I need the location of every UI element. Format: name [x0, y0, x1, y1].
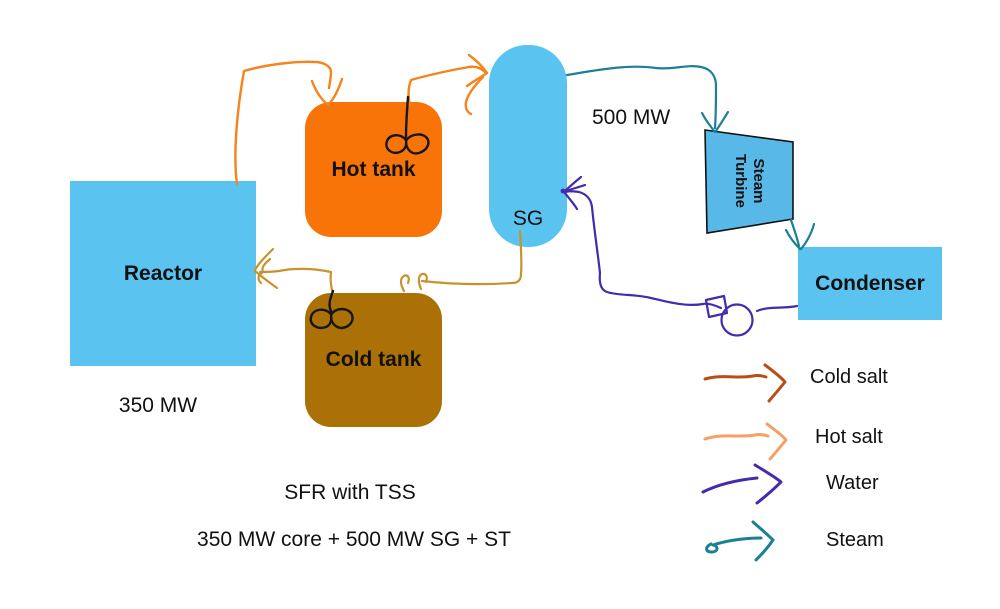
cold-tank-stirrer-icon [309, 289, 354, 330]
water-line-pump-to-sg [563, 190, 723, 310]
reactor-box: Reactor [70, 181, 256, 366]
stirrer-doodles [309, 95, 430, 330]
hot-salt-lines [234, 53, 489, 186]
condenser-label: Condenser [815, 271, 925, 295]
hot-salt-tail-flourish [464, 75, 485, 116]
water-legend-arrow-path [701, 463, 783, 505]
steam-legend-arrow-icon [705, 520, 775, 562]
steam-turbine-shape [704, 129, 794, 234]
steam-arrowhead-turbine [700, 110, 730, 134]
water-lines [560, 175, 799, 337]
cold-salt-line-cold-tank-to-reactor [258, 267, 335, 296]
steam-generator-box: SG [489, 45, 567, 247]
condenser-box: Condenser [798, 247, 942, 320]
reactor-power-label: 350 MW [118, 394, 198, 417]
hot-salt-legend-arrow-icon [703, 422, 788, 461]
pump-box-icon [704, 294, 729, 319]
water-arrow-dot [560, 188, 566, 194]
steam-lines [565, 65, 816, 251]
cold-salt-legend-arrow-path [703, 363, 787, 403]
sg-power-label: 500 MW [592, 106, 671, 129]
hot-tank-box: Hot tank [305, 102, 442, 237]
steam-line-sg-to-turbine [565, 65, 718, 130]
water-line-condenser-to-pump [755, 304, 799, 313]
legend-label-cold-salt: Cold salt [810, 366, 888, 388]
cold-salt-lines [253, 229, 523, 296]
hot-salt-line-reactor-to-hot-tank [234, 60, 333, 186]
cold-tank-box: Cold tank [305, 293, 442, 427]
hot-salt-arrowhead-sg [465, 53, 489, 88]
legend-label-water: Water [826, 472, 879, 494]
legend-label-hot-salt: Hot salt [815, 426, 883, 448]
steam-legend-arrow-path [705, 520, 775, 562]
hot-salt-line-hot-tank-to-sg [407, 65, 487, 107]
hot-tank-label: Hot tank [331, 157, 416, 181]
steam-turbine-label: Steam Turbine [704, 129, 794, 233]
cold-salt-line-sg-to-cold-tank [420, 229, 523, 286]
steam-turbine-label-line2: Turbine [731, 154, 749, 208]
steam-arrowhead-condenser [784, 222, 816, 251]
cold-salt-legend-arrow-icon [703, 363, 787, 403]
cold-salt-arrowhead-cold-tank [399, 272, 428, 293]
reactor-label: Reactor [123, 261, 203, 285]
hot-salt-legend-arrow-path [703, 422, 788, 461]
cold-tank-label: Cold tank [325, 348, 422, 371]
steam-line-turbine-to-condenser [789, 218, 801, 248]
hot-tank-stirrer-icon [385, 95, 430, 155]
caption-line1: SFR with TSS [284, 481, 416, 504]
steam-generator-label: SG [512, 207, 544, 230]
caption-line2: 350 MW core + 500 MW SG + ST [197, 528, 511, 551]
cold-salt-arrowhead-reactor [253, 247, 279, 290]
water-legend-arrow-icon [701, 463, 783, 505]
legend-label-steam: Steam [826, 529, 884, 551]
steam-turbine-label-line1: Steam [749, 158, 767, 204]
pump-icon [720, 303, 754, 337]
hot-salt-arrowhead-hot-tank [310, 77, 344, 107]
